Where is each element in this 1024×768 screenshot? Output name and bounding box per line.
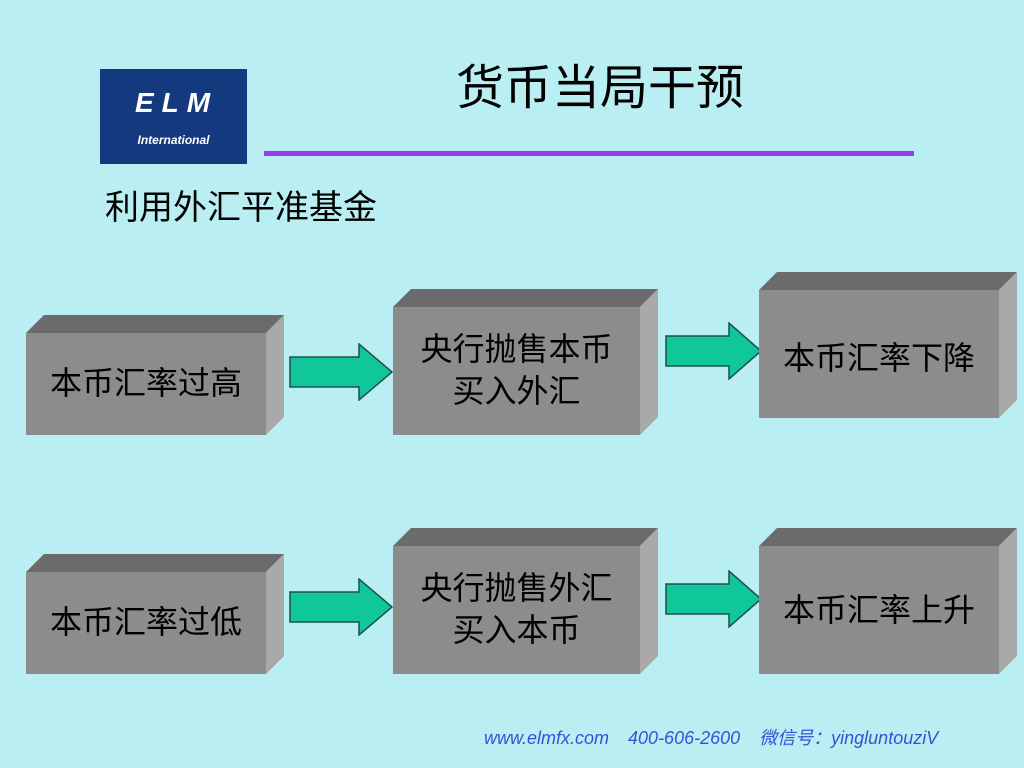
footer-website: www.elmfx.com xyxy=(484,728,610,748)
right-arrow-icon xyxy=(665,322,762,380)
footer-contact: www.elmfx.com 400-606-2600 微信号：yinglunto… xyxy=(484,724,952,750)
logo-subtitle: International xyxy=(137,133,210,147)
cause-box-low: 本币汇率过低 xyxy=(26,554,284,674)
logo-brand: ELM xyxy=(134,87,219,118)
cause-box-high: 本币汇率过高 xyxy=(26,315,284,435)
footer-wechat: 微信号：yingluntouziV xyxy=(759,728,939,748)
cause-box-label: 本币汇率过低 xyxy=(26,572,266,674)
result-box-decline: 本币汇率下降 xyxy=(759,272,1017,418)
result-box-rise: 本币汇率上升 xyxy=(759,528,1017,674)
action-box-label: 央行抛售外汇 买入本币 xyxy=(393,546,640,674)
right-arrow-icon xyxy=(289,343,393,401)
page-subtitle: 利用外汇平准基金 xyxy=(105,188,377,228)
action-box-sell-foreign: 央行抛售外汇 买入本币 xyxy=(393,528,658,674)
action-box-label: 央行抛售本币 买入外汇 xyxy=(393,307,640,435)
right-arrow-icon xyxy=(665,570,762,628)
result-box-label: 本币汇率上升 xyxy=(759,546,999,674)
elm-logo: ELM International xyxy=(100,69,247,164)
action-box-sell-domestic: 央行抛售本币 买入外汇 xyxy=(393,289,658,435)
cause-box-label: 本币汇率过高 xyxy=(26,333,266,435)
right-arrow-icon xyxy=(289,578,393,636)
result-box-label: 本币汇率下降 xyxy=(759,290,999,418)
page-title: 货币当局干预 xyxy=(455,60,744,116)
footer-phone: 400-606-2600 xyxy=(628,728,741,748)
title-divider xyxy=(264,151,914,156)
